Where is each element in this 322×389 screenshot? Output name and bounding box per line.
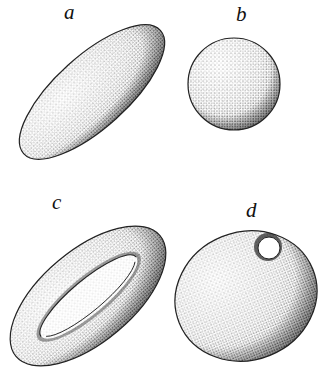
figure-letter: a — [64, 2, 75, 23]
sphere — [188, 38, 280, 130]
torus — [0, 200, 190, 389]
hole — [254, 233, 282, 261]
ellipsoid — [0, 4, 184, 181]
surface-with-hole — [155, 210, 322, 383]
figure-letter: c — [52, 192, 61, 213]
figure-letter: b — [236, 4, 247, 25]
figure-letter: d — [246, 200, 257, 221]
